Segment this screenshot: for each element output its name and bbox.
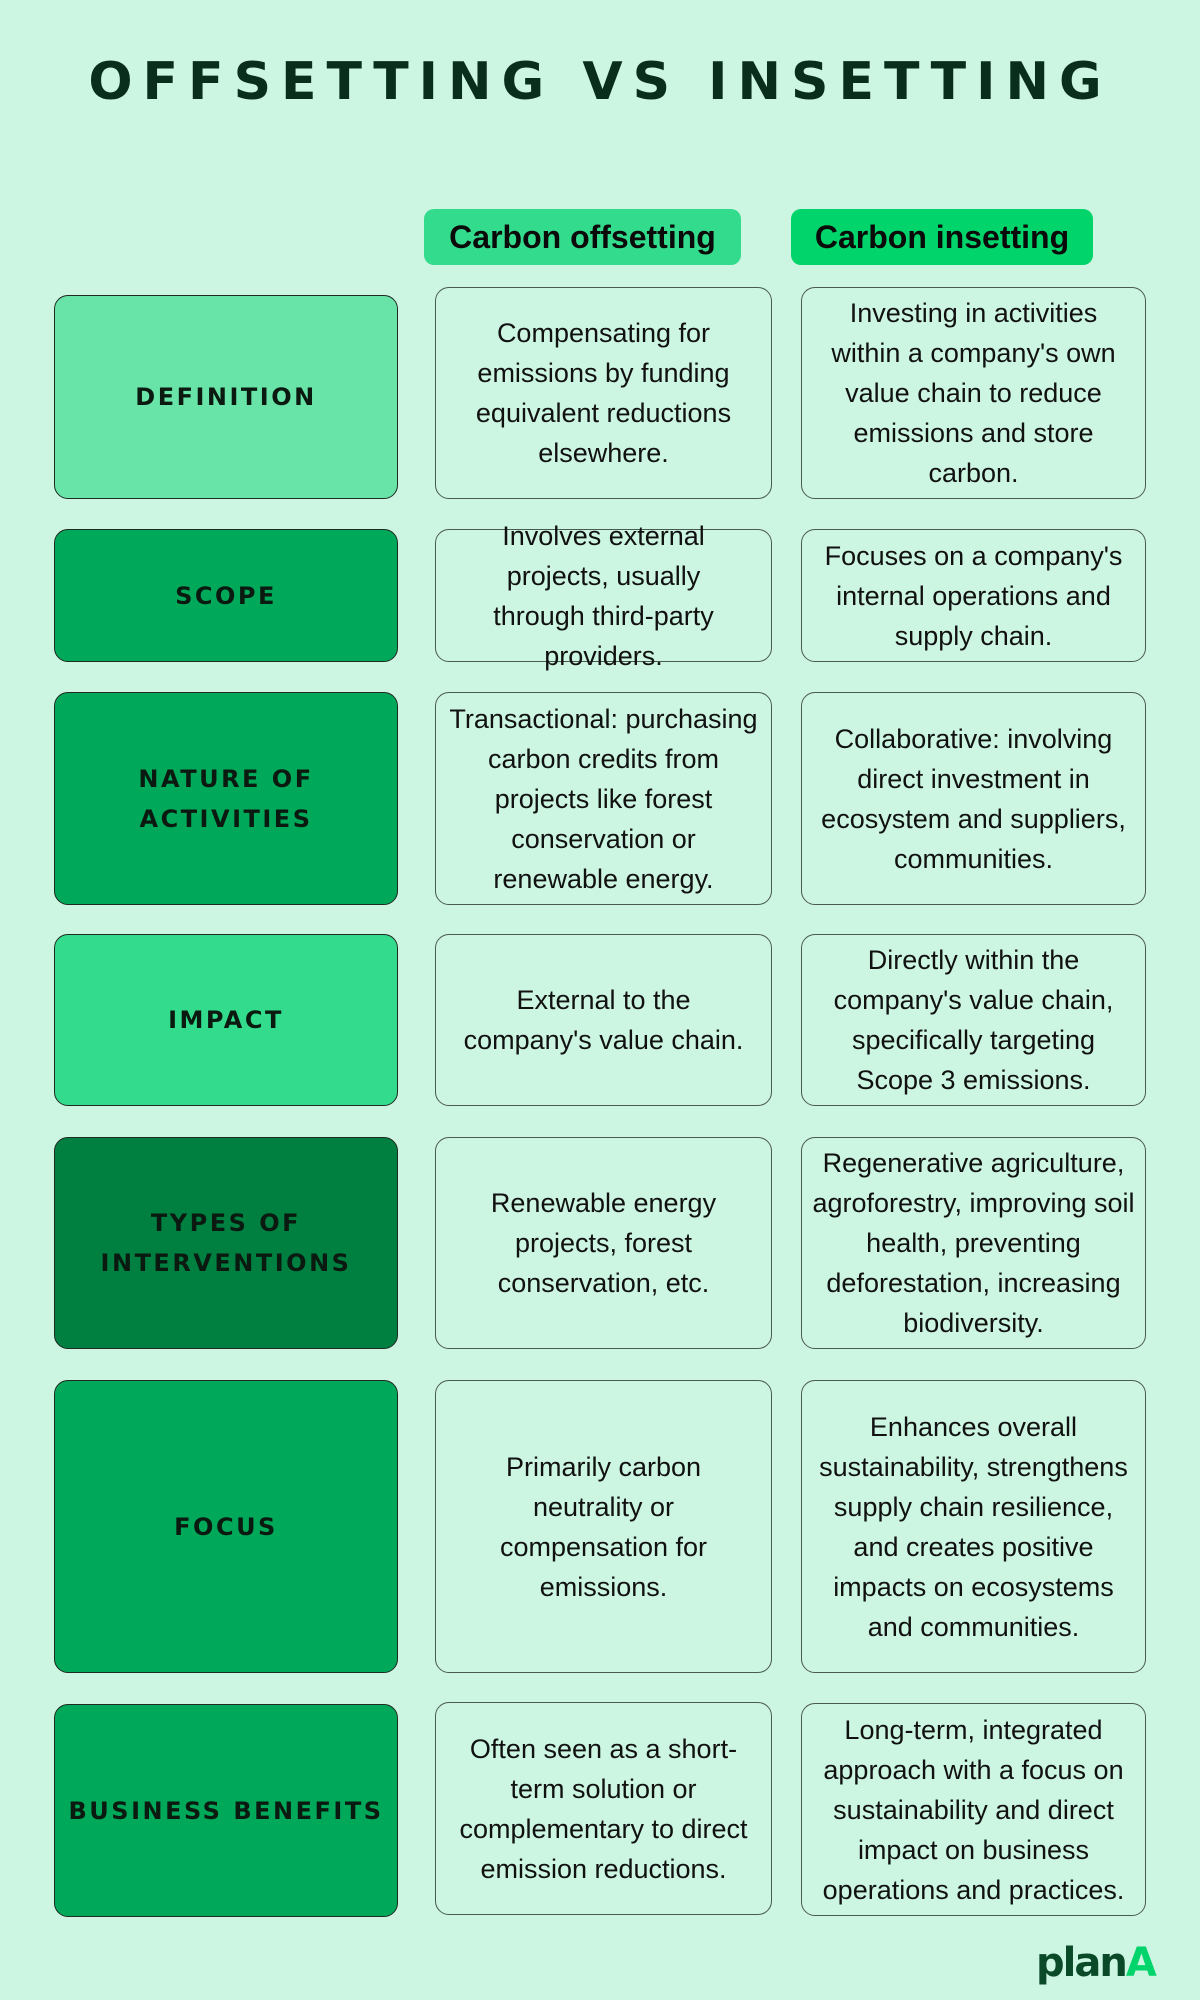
- cell-insetting-types: Regenerative agriculture, agroforestry, …: [801, 1137, 1146, 1349]
- row-label-definition: DEFINITION: [54, 295, 398, 499]
- logo-text-plan: plan: [1036, 1940, 1128, 1986]
- cell-offsetting-types: Renewable energy projects, forest conser…: [435, 1137, 772, 1349]
- row-label-business-benefits: BUSINESS BENEFITS: [54, 1704, 398, 1917]
- cell-insetting-scope: Focuses on a company's internal operatio…: [801, 529, 1146, 662]
- row-label-impact: IMPACT: [54, 934, 398, 1106]
- cell-insetting-business-benefits: Long-term, integrated approach with a fo…: [801, 1703, 1146, 1916]
- cell-insetting-nature: Collaborative: involving direct investme…: [801, 692, 1146, 905]
- logo-text-a: A: [1125, 1940, 1157, 1986]
- column-header-offsetting: Carbon offsetting: [424, 209, 741, 265]
- cell-insetting-impact: Directly within the company's value chai…: [801, 934, 1146, 1106]
- row-label-focus: FOCUS: [54, 1380, 398, 1673]
- column-header-insetting: Carbon insetting: [791, 209, 1093, 265]
- row-label-scope: SCOPE: [54, 529, 398, 662]
- cell-offsetting-focus: Primarily carbon neutrality or compensat…: [435, 1380, 772, 1673]
- plana-logo: planA: [1036, 1940, 1157, 1986]
- row-label-types-of-interventions: TYPES OF INTERVENTIONS: [54, 1137, 398, 1349]
- cell-insetting-focus: Enhances overall sustainability, strengt…: [801, 1380, 1146, 1673]
- cell-offsetting-nature: Transactional: purchasing carbon credits…: [435, 692, 772, 905]
- cell-offsetting-impact: External to the company's value chain.: [435, 934, 772, 1106]
- cell-offsetting-scope: Involves external projects, usually thro…: [435, 521, 772, 671]
- page-title: OFFSETTING VS INSETTING: [88, 52, 1112, 112]
- cell-offsetting-definition: Compensating for emissions by funding eq…: [435, 287, 772, 499]
- row-label-nature-of-activities: NATURE OF ACTIVITIES: [54, 692, 398, 905]
- cell-insetting-definition: Investing in activities within a company…: [801, 287, 1146, 499]
- cell-offsetting-business-benefits: Often seen as a short-term solution or c…: [435, 1702, 772, 1915]
